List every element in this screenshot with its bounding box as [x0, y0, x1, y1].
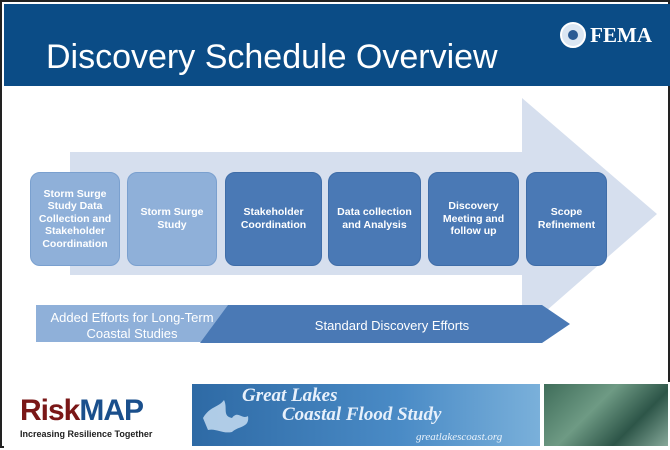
step-label: Storm Surge Study — [140, 206, 204, 231]
step-box-data-collection: Data collection and Analysis — [328, 172, 421, 266]
step-box-scope-refinement: Scope Refinement — [526, 172, 607, 266]
step-label: Data collection and Analysis — [337, 206, 412, 231]
page-title: Discovery Schedule Overview — [46, 38, 498, 76]
fema-logo: FEMA — [560, 22, 652, 48]
step-label: Discovery Meeting and follow up — [442, 200, 505, 238]
standard-efforts-phase-shape — [200, 305, 570, 343]
phase-label-standard: Standard Discovery Efforts — [314, 318, 470, 333]
coastal-aerial-photo — [544, 384, 668, 446]
header-bar — [4, 4, 670, 86]
great-lakes-map-icon — [203, 400, 249, 433]
added-efforts-phase-shape — [36, 305, 228, 342]
step-label: Stakeholder Coordination — [240, 206, 307, 231]
banner-title-line1: Great Lakes — [242, 385, 338, 406]
step-label: Scope Refinement — [537, 206, 596, 231]
step-box-storm-surge-data: Storm Surge Study Data Collection and St… — [30, 172, 120, 266]
step-box-storm-surge-study: Storm Surge Study — [127, 172, 217, 266]
riskmap-logo-map: MAP — [79, 394, 144, 427]
dhs-seal-icon — [560, 22, 587, 48]
step-label: Storm Surge Study Data Collection and St… — [38, 187, 112, 250]
phase-label-added: Added Efforts for Long-Term Coastal Stud… — [50, 310, 214, 342]
step-box-stakeholder-coordination: Stakeholder Coordination — [225, 172, 322, 266]
step-box-discovery-meeting: Discovery Meeting and follow up — [428, 172, 519, 266]
fema-logo-text: FEMA — [590, 22, 652, 47]
riskmap-tagline: Increasing Resilience Together — [20, 429, 153, 439]
riskmap-logo-risk: Risk — [20, 394, 80, 427]
riskmap-logo: RiskMAP — [20, 394, 144, 428]
banner-website: greatlakescoast.org — [416, 431, 503, 443]
great-lakes-banner — [192, 384, 540, 446]
banner-title-line2: Coastal Flood Study — [282, 404, 442, 425]
